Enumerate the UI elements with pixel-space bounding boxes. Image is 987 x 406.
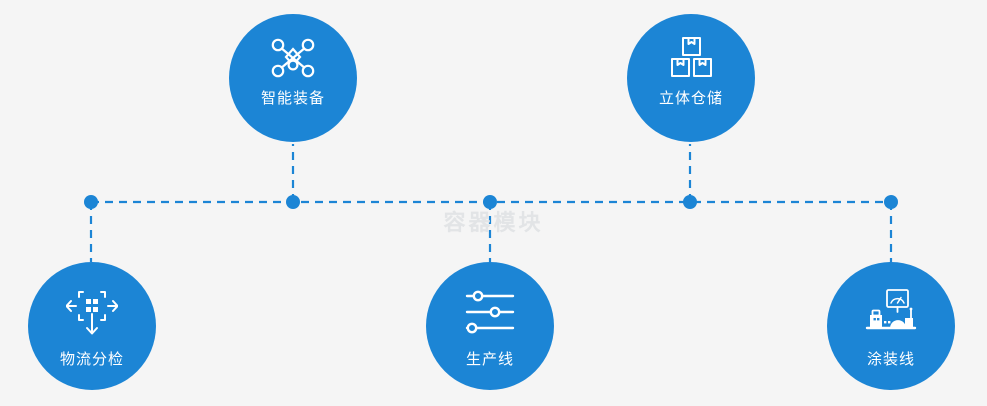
junction-dot[interactable]	[286, 195, 300, 209]
node-label-coating-line: 涂装线	[866, 350, 915, 368]
sliders-icon	[464, 288, 516, 336]
network-nodes-icon	[267, 34, 319, 82]
node-intelligent-equipment[interactable]: 智能装备	[229, 14, 357, 142]
junction-dot[interactable]	[483, 195, 497, 209]
node-stereoscopic-warehouse[interactable]: 立体仓储	[627, 14, 755, 142]
stacked-boxes-icon	[665, 34, 717, 82]
node-coating-line[interactable]: 涂装线	[827, 262, 955, 390]
node-label-intelligent-equipment: 智能装备	[260, 89, 325, 107]
junction-dot[interactable]	[84, 195, 98, 209]
sorting-arrows-icon	[65, 288, 119, 336]
factory-monitor-icon	[865, 288, 917, 336]
junction-dot[interactable]	[884, 195, 898, 209]
node-production-line[interactable]: 生产线	[426, 262, 554, 390]
node-label-production-line: 生产线	[465, 350, 514, 368]
node-logistics-sorting[interactable]: 物流分检	[28, 262, 156, 390]
node-label-logistics-sorting: 物流分检	[59, 350, 124, 368]
node-label-stereoscopic-warehouse: 立体仓储	[658, 89, 723, 107]
junction-dot[interactable]	[683, 195, 697, 209]
